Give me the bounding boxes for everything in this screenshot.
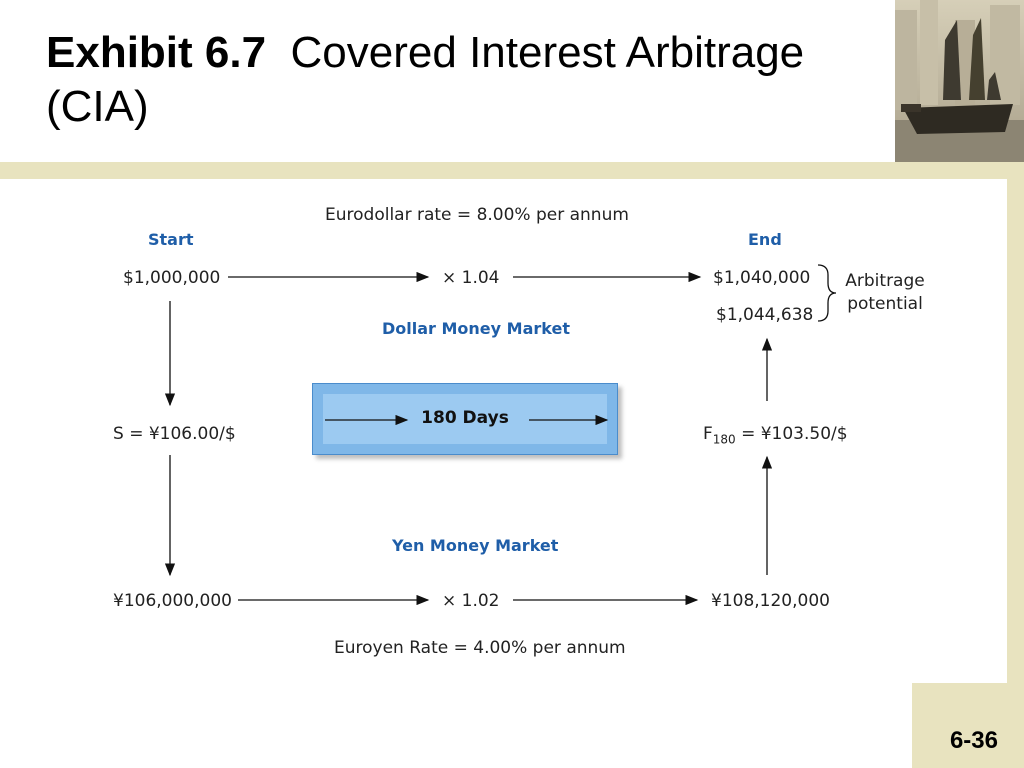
yen-end: ¥108,120,000: [711, 591, 830, 611]
start-amount: $1,000,000: [123, 268, 221, 288]
page-title: Exhibit 6.7 Covered Interest Arbitrage (…: [46, 26, 866, 134]
forward-rate-value: = ¥103.50/$: [735, 424, 848, 444]
page-number-box: 6-36: [912, 683, 1024, 768]
spot-rate: S = ¥106.00/$: [113, 424, 236, 444]
days-box-inner: 180 Days: [323, 394, 609, 444]
header-band: [0, 162, 1024, 179]
yen-money-market: Yen Money Market: [392, 536, 559, 555]
yen-start: ¥106,000,000: [113, 591, 232, 611]
eurodollar-rate: Eurodollar rate = 8.00% per annum: [325, 205, 629, 225]
page-number: 6-36: [949, 727, 998, 754]
cia-end-amount: $1,044,638: [716, 305, 814, 325]
days-arrows: [325, 414, 609, 426]
days-label: 180 Days: [421, 408, 509, 428]
cia-diagram: Eurodollar rate = 8.00% per annum Start …: [0, 179, 1007, 768]
arbitrage-brace: [817, 264, 837, 322]
forward-rate: F180 = ¥103.50/$: [703, 424, 848, 446]
dollar-multiplier: × 1.04: [442, 268, 500, 288]
exhibit-number: Exhibit 6.7: [46, 28, 267, 77]
exhibit-title: Covered Interest Arbitrage (CIA): [46, 28, 805, 131]
euroyen-rate: Euroyen Rate = 4.00% per annum: [334, 638, 626, 658]
harbor-junk-photo: [895, 0, 1024, 162]
forward-sub: 180: [712, 432, 736, 447]
yen-multiplier: × 1.02: [442, 591, 500, 611]
arbitrage-label: Arbitrage potential: [845, 271, 925, 314]
forward-prefix: F: [703, 424, 713, 444]
days-box: 180 Days: [312, 383, 618, 455]
dollar-end-amount: $1,040,000: [713, 268, 811, 288]
side-band: [1007, 179, 1024, 683]
diagram-arrows: [164, 264, 837, 606]
dollar-money-market: Dollar Money Market: [382, 319, 570, 338]
end-label: End: [748, 230, 782, 249]
start-label: Start: [148, 230, 194, 249]
